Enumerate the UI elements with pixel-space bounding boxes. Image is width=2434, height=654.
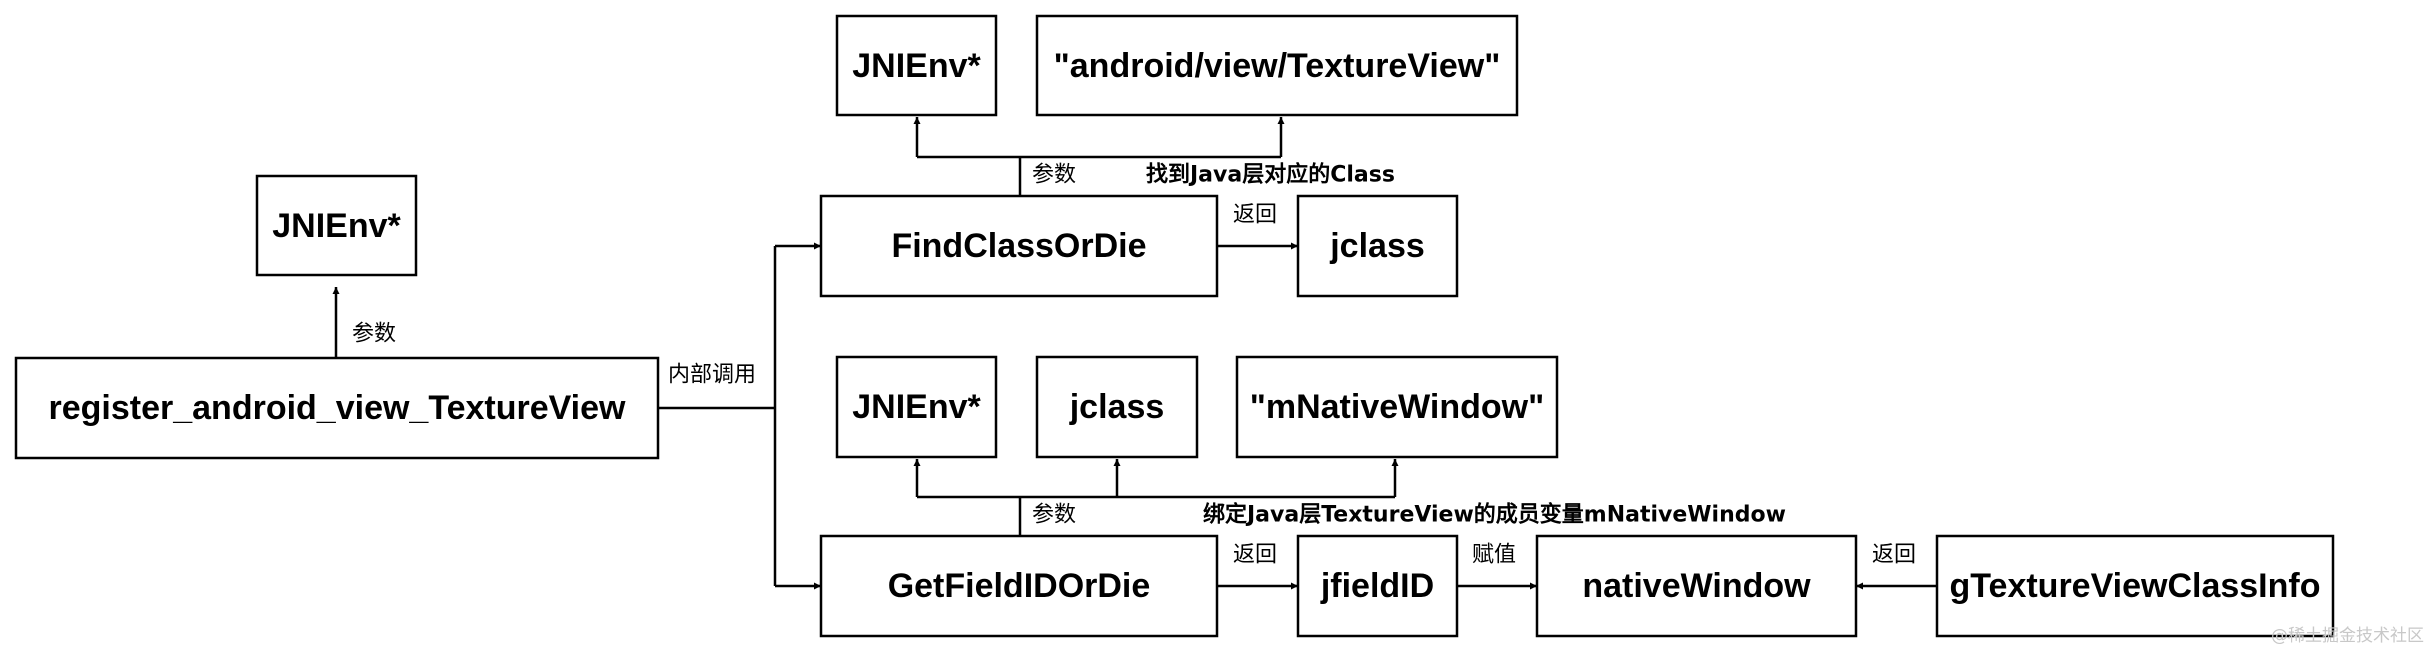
- node-getfield-label: GetFieldIDOrDie: [888, 567, 1151, 605]
- label-find-desc: 找到Java层对应的Class: [1146, 162, 1395, 188]
- label-get-desc: 绑定Java层TextureView的成员变量mNativeWindow: [1203, 502, 1786, 528]
- label-assign: 赋值: [1472, 543, 1516, 568]
- label-info-return: 返回: [1872, 543, 1916, 568]
- node-jnienv-top-label: JNIEnv*: [852, 47, 981, 85]
- node-jnienv-mid-label: JNIEnv*: [852, 388, 981, 426]
- node-jnienv-left-label: JNIEnv*: [272, 207, 401, 245]
- node-native-window: nativeWindow: [1535, 534, 1858, 638]
- label-get-return: 返回: [1233, 543, 1277, 568]
- node-register: register_android_view_TextureView: [14, 356, 660, 460]
- label-register-param: 参数: [352, 322, 396, 347]
- node-jclass-result: jclass: [1296, 194, 1459, 298]
- edges: [332, 117, 1937, 590]
- node-findclass: FindClassOrDie: [819, 194, 1219, 298]
- node-jfieldid-label: jfieldID: [1320, 567, 1434, 605]
- node-native-window-str-label: "mNativeWindow": [1250, 388, 1545, 426]
- node-gtexture-info: gTextureViewClassInfo: [1935, 534, 2335, 638]
- label-find-param: 参数: [1032, 163, 1076, 188]
- node-jclass-param-label: jclass: [1069, 388, 1165, 426]
- node-jclass-result-label: jclass: [1329, 227, 1425, 265]
- node-native-window-label: nativeWindow: [1582, 567, 1811, 605]
- node-jclass-param: jclass: [1035, 355, 1199, 459]
- node-class-path-label: "android/view/TextureView": [1054, 47, 1501, 85]
- node-jnienv-left: JNIEnv*: [255, 174, 418, 277]
- node-register-label: register_android_view_TextureView: [49, 389, 627, 427]
- label-find-return: 返回: [1233, 203, 1277, 228]
- node-jfieldid: jfieldID: [1296, 534, 1459, 638]
- watermark: @稀土掘金技术社区: [2271, 626, 2424, 646]
- label-get-param: 参数: [1032, 503, 1076, 528]
- node-native-window-str: "mNativeWindow": [1235, 355, 1559, 459]
- node-gtexture-info-label: gTextureViewClassInfo: [1950, 567, 2321, 605]
- node-jnienv-top: JNIEnv*: [835, 14, 998, 117]
- edge-labels: 参数 内部调用 参数 找到Java层对应的Class 返回 参数 绑定Java层…: [352, 162, 1916, 568]
- node-findclass-label: FindClassOrDie: [891, 227, 1146, 265]
- label-internal-call: 内部调用: [668, 363, 756, 388]
- node-class-path: "android/view/TextureView": [1035, 14, 1519, 117]
- node-jnienv-mid: JNIEnv*: [835, 355, 998, 459]
- node-getfield: GetFieldIDOrDie: [819, 534, 1219, 638]
